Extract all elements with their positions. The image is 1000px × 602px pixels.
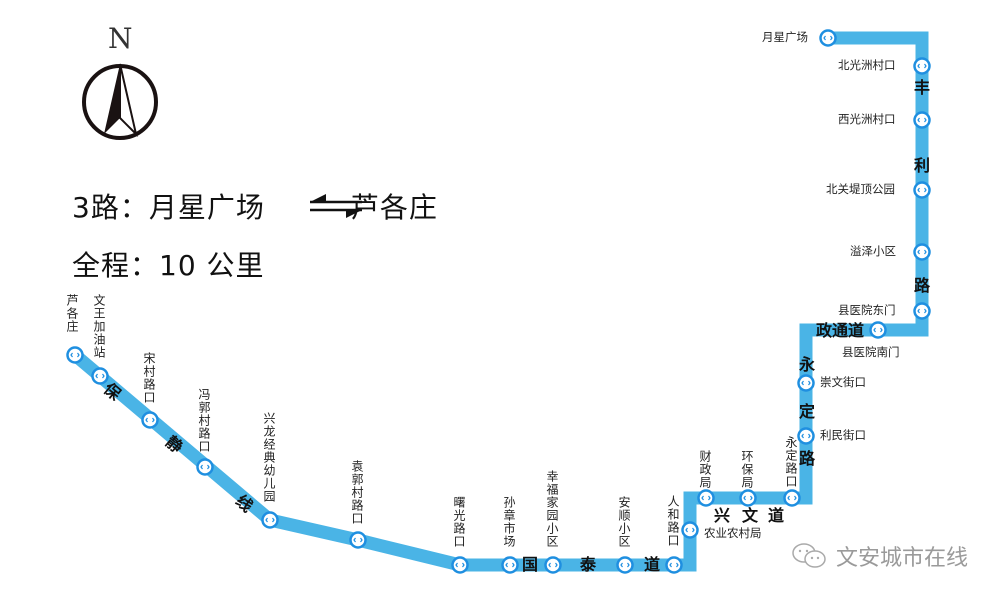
station-marker-icon[interactable] xyxy=(913,57,931,75)
station-marker-icon[interactable] xyxy=(141,411,159,429)
road-label: 永 xyxy=(799,355,816,374)
road-label: 政通道 xyxy=(816,321,865,340)
station-marker-icon[interactable] xyxy=(913,111,931,129)
road-label: 路 xyxy=(799,449,816,468)
station-label[interactable]: 芦各庄 xyxy=(65,294,79,333)
station-marker-icon[interactable] xyxy=(697,489,715,507)
watermark: 文安城市在线 xyxy=(790,540,968,572)
road-label: 国 xyxy=(522,555,539,574)
station-label[interactable]: 幸福家园小区 xyxy=(545,470,559,548)
station-label[interactable]: 北关堤顶公园 xyxy=(826,182,895,196)
station-marker-icon[interactable] xyxy=(91,367,109,385)
station-label[interactable]: 文王加油站 xyxy=(92,294,106,359)
station-label[interactable]: 县医院南门 xyxy=(842,345,900,359)
station-label[interactable]: 崇文街口 xyxy=(820,375,866,389)
station-marker-icon[interactable] xyxy=(349,531,367,549)
road-label: 道 xyxy=(644,555,661,574)
station-marker-icon[interactable] xyxy=(665,556,683,574)
station-marker-icon[interactable] xyxy=(783,489,801,507)
station-label[interactable]: 永定路口 xyxy=(784,436,798,488)
station-label[interactable]: 环保局 xyxy=(740,450,754,489)
road-label: 丰 xyxy=(914,78,931,97)
road-label: 利 xyxy=(914,156,931,175)
route-title: 3路：月星广场 芦各庄 xyxy=(72,186,438,226)
route-destination: 芦各庄 xyxy=(350,191,438,224)
road-label: 泰 xyxy=(580,555,597,574)
station-marker-icon[interactable] xyxy=(261,511,279,529)
station-label[interactable]: 溢泽小区 xyxy=(850,244,896,258)
station-marker-icon[interactable] xyxy=(544,556,562,574)
station-label[interactable]: 孙章市场 xyxy=(502,496,516,548)
route-line xyxy=(70,31,929,572)
station-marker-icon[interactable] xyxy=(869,321,887,339)
wechat-icon xyxy=(792,543,826,568)
route-distance: 全程：10 公里 xyxy=(72,249,265,282)
station-label[interactable]: 利民街口 xyxy=(820,428,866,442)
station-marker-icon[interactable] xyxy=(913,243,931,261)
station-label[interactable]: 月星广场 xyxy=(762,30,808,44)
bidirectional-arrow-icon xyxy=(310,194,362,218)
station-marker-icon[interactable] xyxy=(451,556,469,574)
station-marker-icon[interactable] xyxy=(797,427,815,445)
station-marker-icon[interactable] xyxy=(739,489,757,507)
station-marker-icon[interactable] xyxy=(616,556,634,574)
road-label: 文 xyxy=(742,506,759,525)
station-label[interactable]: 宋村路口 xyxy=(142,352,156,404)
watermark-text: 文安城市在线 xyxy=(836,546,969,571)
station-marker-icon[interactable] xyxy=(913,181,931,199)
road-label: 道 xyxy=(768,506,785,525)
station-label[interactable]: 兴龙经典幼儿园 xyxy=(262,412,276,503)
station-marker-icon[interactable] xyxy=(501,556,519,574)
road-label: 路 xyxy=(914,276,931,295)
station-label[interactable]: 冯郭村路口 xyxy=(197,388,211,453)
compass-north-label: N xyxy=(108,22,133,55)
station-marker-icon[interactable] xyxy=(913,302,931,320)
compass-icon xyxy=(82,63,158,140)
station-marker-icon[interactable] xyxy=(797,374,815,392)
station-marker-icon[interactable] xyxy=(196,458,214,476)
route-origin: 3路：月星广场 xyxy=(72,191,265,224)
station-label[interactable]: 农业农村局 xyxy=(704,526,762,540)
station-marker-icon[interactable] xyxy=(819,29,837,47)
station-label[interactable]: 西光洲村口 xyxy=(838,112,896,126)
road-label: 兴 xyxy=(714,506,731,525)
station-label[interactable]: 曙光路口 xyxy=(452,496,466,548)
station-marker-icon[interactable] xyxy=(66,346,84,364)
station-marker-icon[interactable] xyxy=(681,521,699,539)
station-label[interactable]: 人和路口 xyxy=(666,495,680,547)
station-label[interactable]: 财政局 xyxy=(698,450,712,489)
road-label: 定 xyxy=(799,402,816,421)
station-label[interactable]: 北光洲村口 xyxy=(838,58,896,72)
station-label[interactable]: 安顺小区 xyxy=(617,496,631,548)
station-label[interactable]: 袁郭村路口 xyxy=(350,460,364,525)
station-label[interactable]: 县医院东门 xyxy=(838,303,896,317)
